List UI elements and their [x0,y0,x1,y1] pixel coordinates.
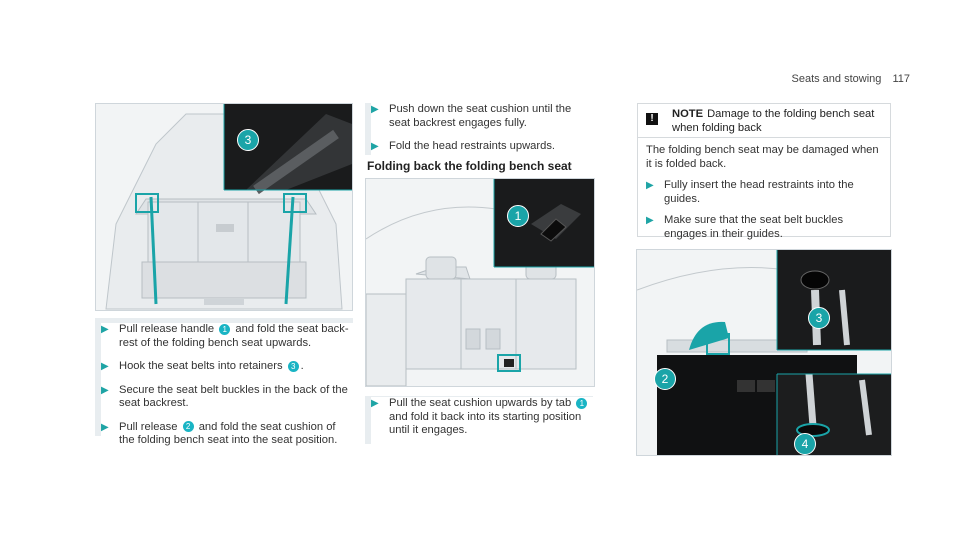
step-item: ▶ Pull release handle 1 and fold the sea… [101,323,349,349]
steps-col2-top: ▶ Push down the seat cushion until the s… [371,103,593,164]
step-item: ▶ Push down the seat cushion until the s… [371,103,572,129]
callout-badge: 1 [576,397,588,409]
step-item: ▶ Fully insert the head restraints into … [646,179,854,205]
callout-3-fig3: 3 [808,307,830,329]
figure-trunk: 3 [95,103,353,311]
triangle-right-icon: ▶ [101,421,109,433]
note-text: The folding bench seat may be damaged wh… [646,144,879,170]
callout-3-fig1: 3 [237,129,259,151]
triangle-right-icon: ▶ [371,398,379,409]
callout-2-fig3: 2 [654,368,676,390]
note-body: The folding bench seat may be damaged wh… [638,138,890,247]
triangle-right-icon: ▶ [646,180,654,191]
page-number: 117 [892,73,910,85]
section-title: Seats and stowing [791,73,882,85]
steps-col1: ▶ Pull release handle 1 and fold the sea… [101,323,353,458]
note-label: NOTE [672,108,704,120]
triangle-right-icon: ▶ [646,215,654,226]
figure-bench-seat: 1 [365,178,595,387]
section-heading: Folding back the folding bench seat [367,159,572,173]
warning-icon: ! [646,113,658,125]
step-item: ▶ Pull release 2 and fold the seat cushi… [101,420,338,447]
triangle-right-icon: ▶ [371,141,379,152]
triangle-right-icon: ▶ [101,324,109,335]
callout-1-fig2: 1 [507,205,529,227]
triangle-right-icon: ▶ [371,104,379,115]
step-item: ▶ Hook the seat belts into retainers 3. [101,360,304,372]
step-item: ▶ Make sure that the seat belt buckles e… [646,214,844,240]
step-item: ▶ Secure the seat belt buckles in the ba… [101,383,348,410]
steps-col2-bottom: ▶ Pull the seat cushion upwards by tab 1… [371,397,593,448]
triangle-right-icon: ▶ [101,384,109,396]
callout-badge: 1 [219,323,231,335]
callout-4-fig3: 4 [794,433,816,455]
step-item: ▶ Fold the head restraints upwards. [371,140,556,152]
figure-head-restraint: 3 2 4 [636,249,892,456]
triangle-right-icon: ▶ [101,361,109,372]
step-item: ▶ Pull the seat cushion upwards by tab 1… [371,397,593,438]
callout-badge: 2 [182,421,194,433]
page-header: Seats and stowing 117 [792,73,911,85]
callout-badge: 3 [287,360,299,372]
